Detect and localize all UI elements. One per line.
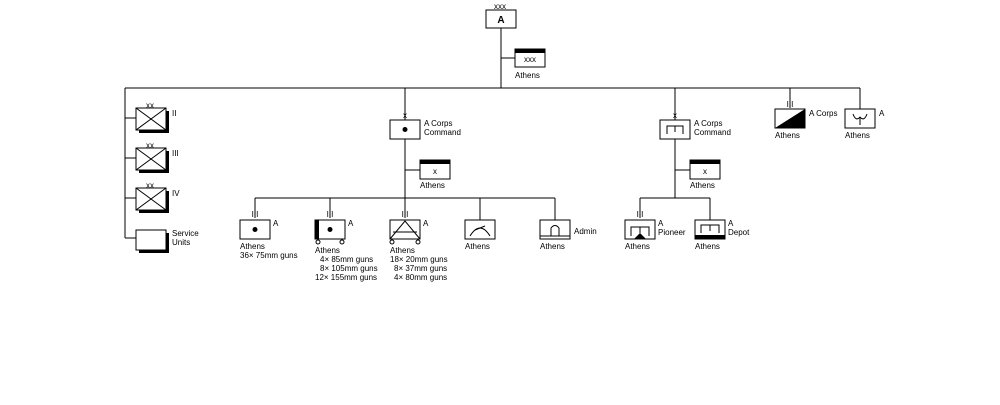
admin-box [539,219,571,240]
division-IV[interactable]: xx IV [125,181,180,213]
top-echelon: xxx [494,2,506,11]
service-label-line1: Service [172,229,199,238]
hq-band [515,49,545,53]
regiment-echelon: III [252,210,259,219]
division-echelon: xx [146,181,154,190]
unit-location: Athens [315,246,340,255]
division-echelon: xx [146,141,154,150]
depot-unit[interactable]: A Depot Athens [694,219,750,251]
regiment-echelon: III [327,210,334,219]
unit-location: Athens [540,242,565,251]
top-unit-label: A [497,15,504,26]
unit-detail: 12× 155mm guns [315,273,377,282]
infantry-cross [135,147,167,171]
artillery-dot [402,127,408,132]
wheel-icon [315,239,321,245]
signal-location: Athens [775,131,800,140]
division-III[interactable]: xx III [125,141,179,173]
pioneer-regiment[interactable]: III A Pioneer Athens [624,210,686,251]
engineer-command-echelon: x [673,111,677,120]
unit-location: Athens [465,242,490,251]
unit-label: A [273,219,279,228]
pioneer-triangle-icon [634,233,646,239]
engineer-command-label-1: A Corps [694,119,722,128]
observation-box [464,219,496,240]
signal-diagonal-fill [775,109,805,128]
unit-detail: 8× 105mm guns [320,264,378,273]
unit-detail: 4× 85mm guns [320,255,373,264]
admin-unit[interactable]: Admin Athens [539,219,597,251]
artillery-dot [252,227,258,232]
antiaircraft-chevron [389,220,421,240]
motorized-band [315,220,319,239]
unit-location: Athens [625,242,650,251]
observation-arrow-icon [474,225,486,231]
observation-unit[interactable]: Athens [464,219,496,251]
unit-label-2: Pioneer [658,228,686,237]
antiaircraft-regiment[interactable]: III A Athens 18× 20mm guns 8× 37mm guns … [389,210,448,282]
depot-band [695,235,725,239]
signal-echelon: III [787,100,794,109]
artillery-hq[interactable]: x Athens [419,159,451,190]
engineer-hq[interactable]: x Athens [689,159,721,190]
engineer-command-label-2: Command [694,128,731,137]
unit-label-2: Depot [728,228,750,237]
artillery-hq-echelon: x [433,167,437,176]
engineer-hq-location: Athens [690,181,715,190]
unit-label: Admin [574,227,597,236]
artillery-command-label-1: A Corps [424,119,452,128]
unit-location: Athens [390,246,415,255]
artillery-command-label-2: Command [424,128,461,137]
top-hq-echelon: xxx [524,55,536,64]
wheel-icon [339,239,345,245]
admin-bell-icon [550,225,560,236]
top-unit[interactable]: xxx A [485,2,517,29]
unit-label-1: A [658,219,664,228]
artillery-regiment-75mm[interactable]: III A Athens 36× 75mm guns [239,210,298,260]
wheel-icon [389,239,395,245]
signal-unit[interactable]: III A Corps Athens [774,100,837,140]
artillery-hq-location: Athens [420,181,445,190]
service-box [135,229,167,251]
unit-detail: 4× 80mm guns [394,273,447,282]
unit-label: A [423,219,429,228]
unit-detail: 8× 37mm guns [394,264,447,273]
regiment-echelon: III [637,210,644,219]
unit-label-1: A [728,219,734,228]
unit-location: Athens [240,242,265,251]
service-units[interactable]: Service Units [125,229,199,253]
infantry-cross [135,187,167,211]
unit-location: Athens [695,242,720,251]
cavalry-location: Athens [845,131,870,140]
artillery-command[interactable]: x A Corps Command [389,111,461,140]
motorized-artillery-regiment[interactable]: III A Athens 4× 85mm guns 8× 105mm guns … [314,210,378,282]
engineer-hq-echelon: x [703,167,707,176]
regiment-echelon: III [402,210,409,219]
division-echelon: xx [146,101,154,110]
artillery-box [389,219,421,240]
division-label: III [172,149,179,158]
cavalry-label: A [879,109,885,118]
service-label-line2: Units [172,238,190,247]
hq-band [420,160,450,164]
division-label: IV [172,189,180,198]
signal-label: A Corps [809,109,837,118]
top-hq-location: Athens [515,71,540,80]
top-hq-unit[interactable]: xxx Athens [514,48,546,80]
division-II[interactable]: xx II [125,101,176,133]
division-label: II [172,109,176,118]
unit-detail: 18× 20mm guns [390,255,448,264]
unit-detail: 36× 75mm guns [240,251,298,260]
infantry-cross [135,107,167,131]
artillery-dot [327,227,333,232]
cavalry-unit[interactable]: A Athens [844,108,885,140]
artillery-command-echelon: x [403,111,407,120]
hq-band [690,160,720,164]
engineer-command[interactable]: x A Corps Command [659,111,731,140]
unit-label: A [348,219,354,228]
wheel-icon [415,239,421,245]
